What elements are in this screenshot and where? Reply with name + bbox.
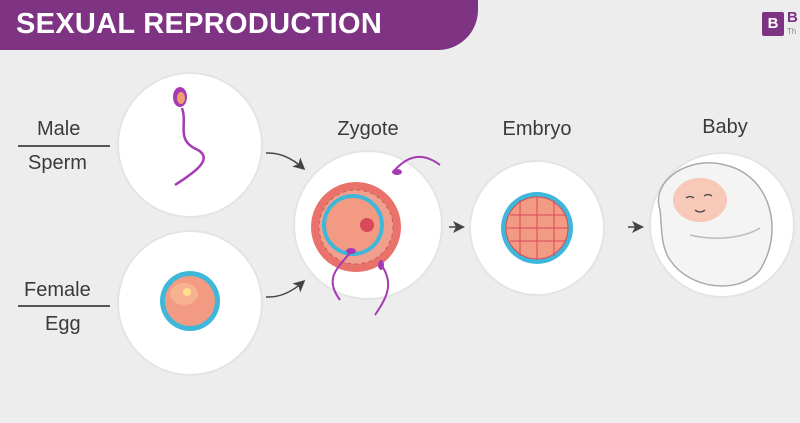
zygote-label: Zygote [337,118,399,140]
sperm-icon [173,87,205,187]
title-banner: SEXUAL REPRODUCTION [0,0,478,50]
baby-icon [657,162,773,287]
female-divider [18,305,110,307]
page-title: SEXUAL REPRODUCTION [16,8,383,40]
embryo-icon [501,192,573,264]
male-label: Male [37,118,81,140]
male-divider [18,145,110,147]
logo-icon: B [762,12,784,36]
logo-text: B [787,9,798,26]
female-label: Female [24,279,91,301]
embryo-label: Embryo [502,118,572,140]
sperm-label: Sperm [28,152,87,174]
baby-label: Baby [702,116,748,138]
arrow-male-to-zygote [265,152,306,170]
arrow-female-to-zygote [265,280,306,298]
egg-icon [160,271,220,331]
egg-label: Egg [45,313,81,335]
zygote-icon [311,155,441,316]
logo-tagline: Th [787,27,797,36]
